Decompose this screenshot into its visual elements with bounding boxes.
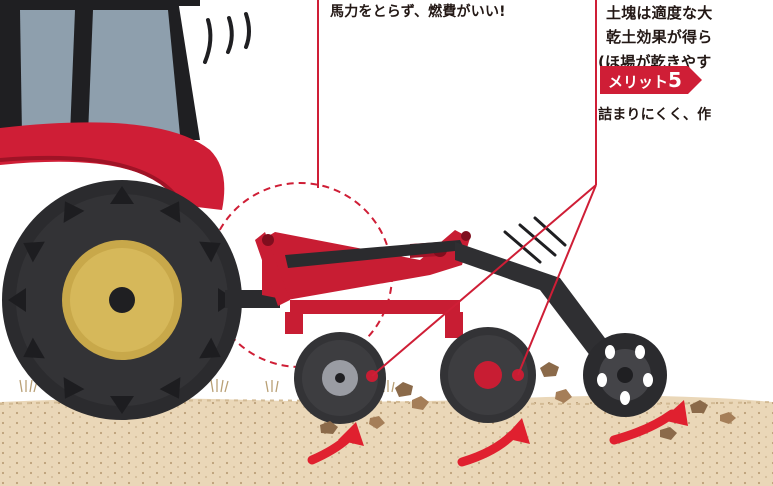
cage-roller <box>583 333 667 417</box>
vibration-lines <box>205 14 249 62</box>
tractor-rear-tire <box>2 180 242 420</box>
merit-badge: メリット5 <box>600 66 688 94</box>
merit-number: 5 <box>668 68 682 92</box>
merit-text: 詰まりにくく、作 <box>598 104 711 124</box>
callout-right-line1: 土塊は適度な大 <box>606 2 712 23</box>
tractor-cab <box>0 0 200 140</box>
callout-right-line2: 乾土効果が得ら <box>606 26 712 47</box>
disc-wheel-front <box>294 332 386 424</box>
merit-label: メリット <box>608 73 668 91</box>
callout-left-text: 馬力をとらず、燃費がいい! <box>330 1 506 21</box>
disc-wheel-middle <box>440 327 536 423</box>
